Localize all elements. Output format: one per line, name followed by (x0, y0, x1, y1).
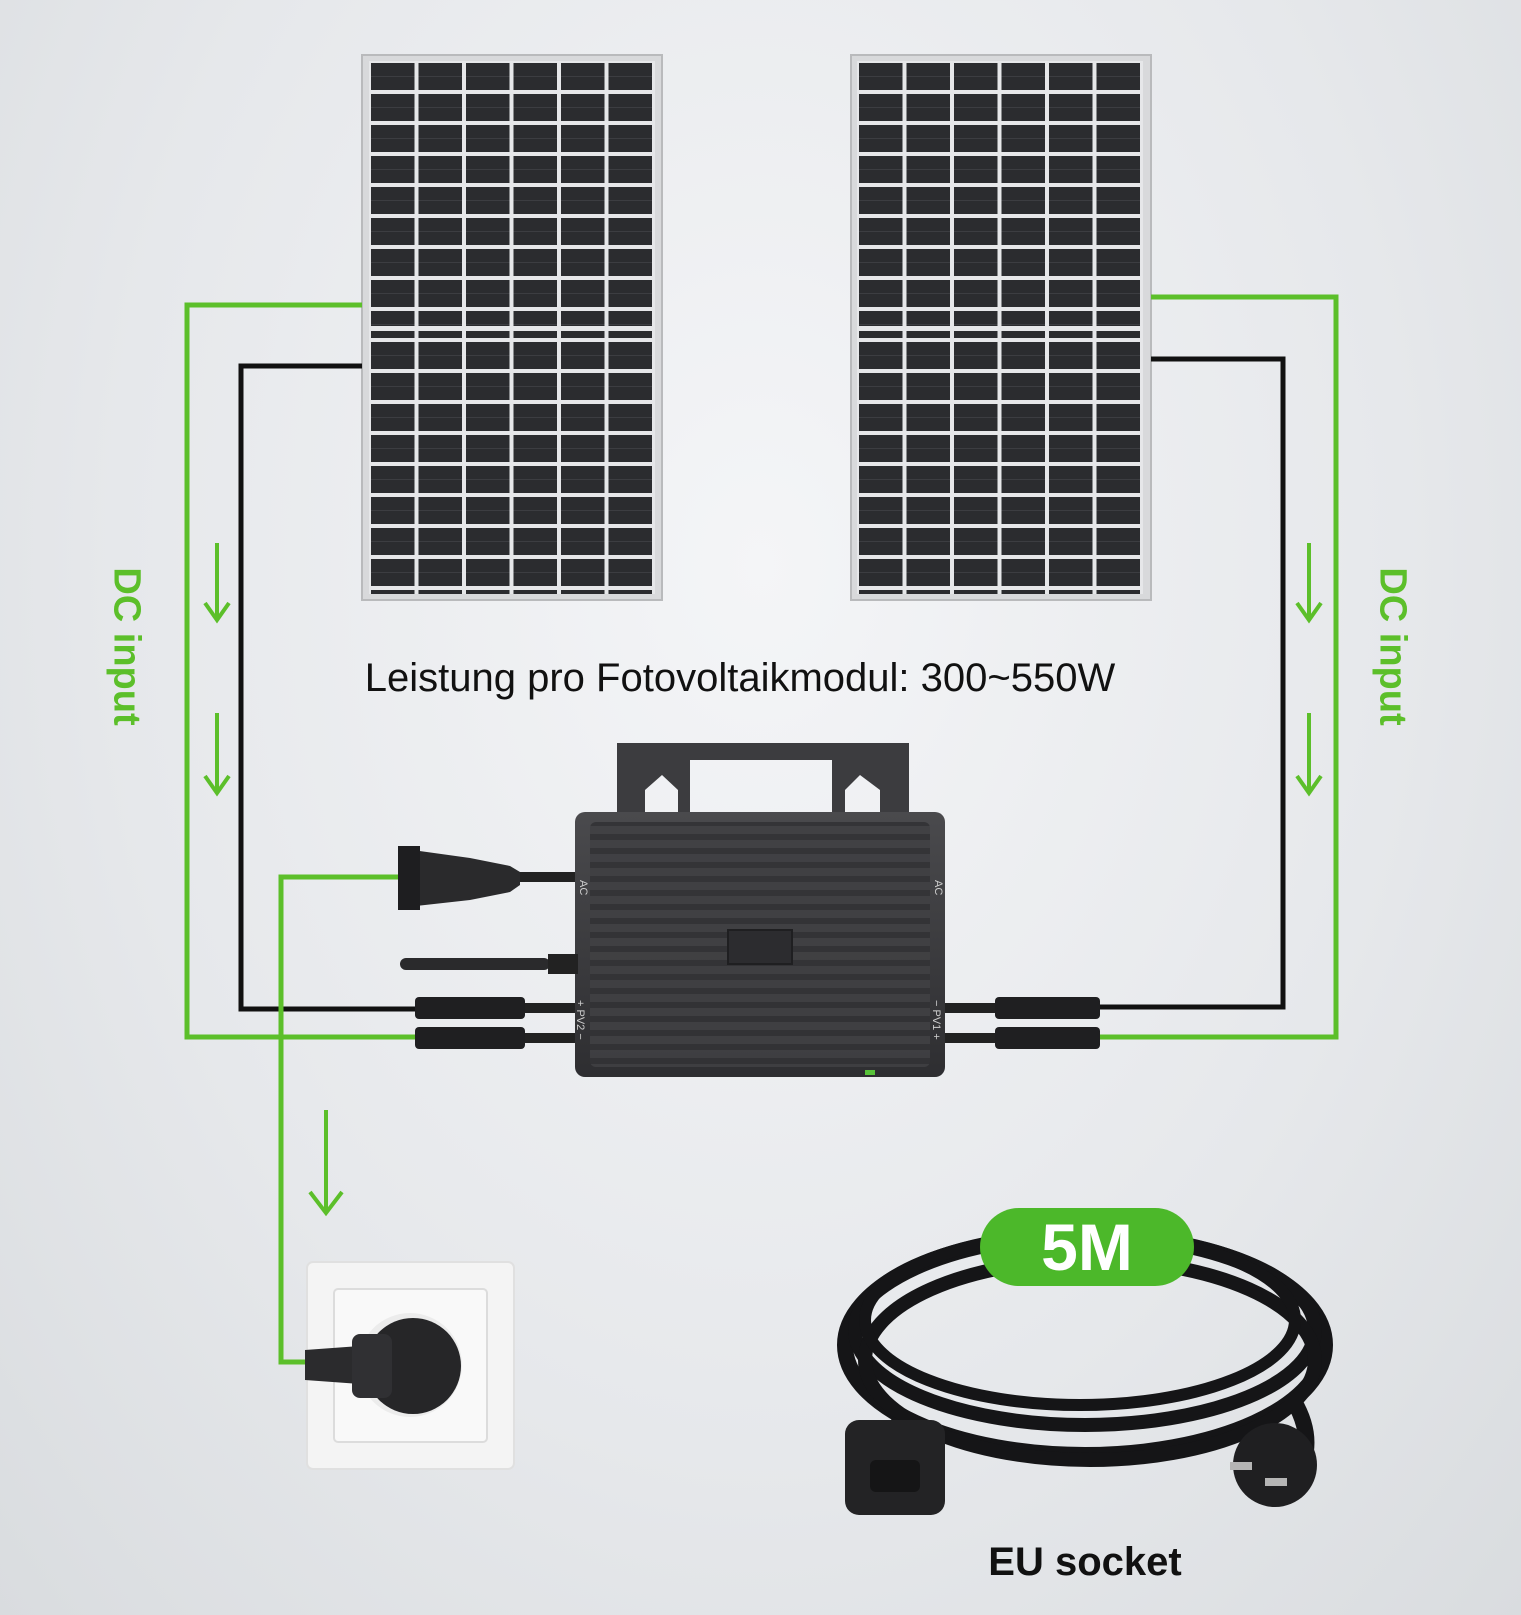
arrow-down-icon (203, 543, 231, 797)
antenna-icon (400, 954, 578, 974)
dc-input-label-right: DC input (1371, 567, 1414, 726)
solar-panel-right (850, 54, 1152, 601)
cable-plug-end (1230, 1423, 1317, 1507)
wires-right (1100, 294, 1339, 1040)
wires-left (184, 302, 420, 1365)
solar-panel-left (361, 54, 663, 601)
cable-length-badge: 5M (980, 1208, 1194, 1286)
dc-input-label-left: DC input (105, 567, 148, 726)
pv-connectors-right (945, 997, 1100, 1049)
ac-connector (398, 846, 575, 910)
plug-icon (305, 1318, 461, 1414)
cable-socket-end (845, 1420, 945, 1515)
pv-connectors-left (415, 997, 575, 1049)
inverter-pv-right-label: − PV1 + (930, 1000, 942, 1040)
inverter-ac-left-label: AC (577, 880, 589, 895)
eu-socket-label: EU socket (988, 1540, 1182, 1584)
arrow-down-icon (1295, 543, 1323, 797)
arrow-down-icon (308, 1110, 344, 1217)
power-label: Leistung pro Fotovoltaikmodul: 300~550W (364, 656, 1116, 700)
inverter-pv-left-label: + PV2 − (574, 1000, 586, 1040)
inverter-ac-right-label: AC (932, 880, 944, 895)
inverter-icon: AC AC + PV2 − − PV1 + (574, 743, 945, 1077)
